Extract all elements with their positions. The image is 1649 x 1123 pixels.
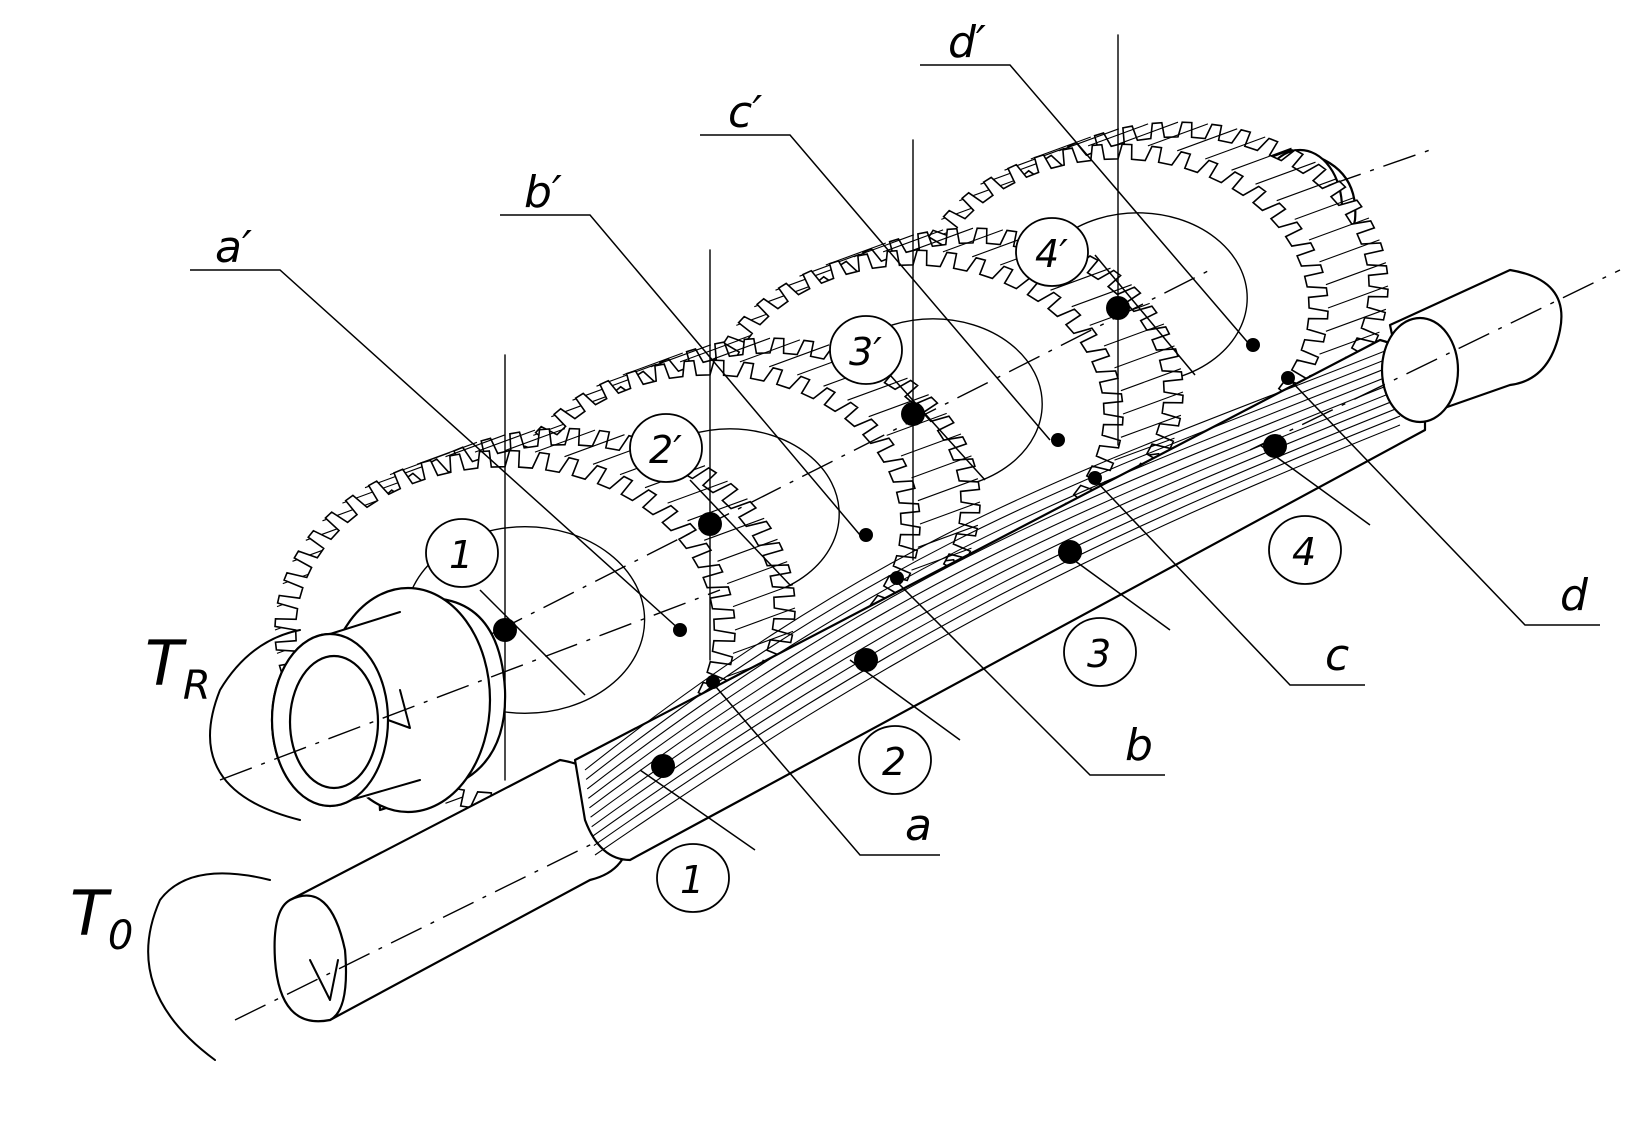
- pinion1-center-dot: [651, 754, 675, 778]
- gear4-center-dot: [1106, 296, 1130, 320]
- label-c-prime: c′: [728, 87, 762, 138]
- svg-text:3: 3: [1087, 632, 1111, 676]
- contact-points: [493, 296, 1295, 778]
- svg-text:1: 1: [449, 533, 473, 577]
- pinion-shaft: [234, 268, 1621, 1023]
- svg-text:4: 4: [1292, 530, 1316, 574]
- output-shaft: [219, 586, 721, 814]
- pinion3-center-dot: [1058, 540, 1082, 564]
- pinion-label-1: 1: [656, 843, 730, 913]
- leader-lines: [190, 64, 1600, 856]
- gear1-center-dot: [493, 618, 517, 642]
- contact-d-prime-dot: [1246, 338, 1260, 352]
- svg-text:3′: 3′: [849, 330, 882, 374]
- pinion-number-labels: 1 2 3 4: [656, 515, 1342, 913]
- contact-b-dot: [890, 571, 904, 585]
- contact-c-prime-dot: [1051, 433, 1065, 447]
- torque-arcs: [147, 629, 301, 1061]
- pinion-label-3: 3: [1063, 617, 1137, 687]
- contact-a-prime-dot: [673, 623, 687, 637]
- contact-a-dot: [706, 675, 720, 689]
- contact-b-prime-dot: [859, 528, 873, 542]
- gear-label-4: 4′: [1015, 217, 1089, 287]
- pinion-label-2: 2: [858, 725, 932, 795]
- gear-label-2: 2′: [629, 413, 703, 483]
- construction-lines: [504, 34, 1119, 781]
- svg-text:4′: 4′: [1035, 232, 1068, 276]
- contact-d-dot: [1281, 371, 1295, 385]
- gear2-center-dot: [698, 512, 722, 536]
- svg-text:2: 2: [882, 740, 906, 784]
- torque-labels: TR T0: [70, 627, 211, 959]
- torque-input-label: T0: [70, 877, 133, 959]
- label-b: b: [1125, 720, 1153, 771]
- svg-text:2′: 2′: [649, 428, 682, 472]
- torque-output-label: TR: [145, 627, 211, 709]
- label-c: c: [1325, 630, 1349, 681]
- label-b-prime: b′: [524, 167, 562, 218]
- label-d-prime: d′: [948, 17, 986, 68]
- gear3-center-dot: [901, 402, 925, 426]
- contact-c-dot: [1088, 471, 1102, 485]
- contact-letter-labels: a′ b′ c′ d′ a b c d: [215, 17, 1589, 851]
- pinion2-center-dot: [854, 648, 878, 672]
- gear-label-1: 1: [425, 518, 499, 588]
- gear-number-labels: 1 2′ 3′ 4′: [425, 217, 1089, 588]
- gear-label-3: 3′: [829, 315, 903, 385]
- label-a: a: [905, 800, 932, 851]
- label-a-prime: a′: [215, 222, 252, 273]
- svg-text:1: 1: [680, 858, 704, 902]
- label-d: d: [1560, 570, 1589, 621]
- pinion-label-4: 4: [1268, 515, 1342, 585]
- gear-axis-centerline: [439, 269, 1211, 661]
- pinion4-center-dot: [1263, 434, 1287, 458]
